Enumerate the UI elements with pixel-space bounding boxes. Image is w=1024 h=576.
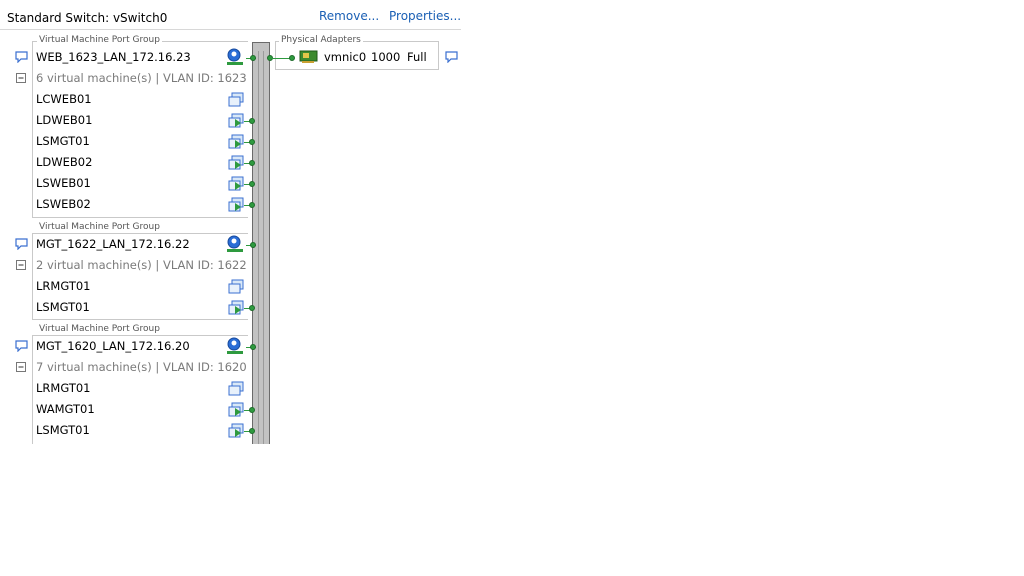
switch-title: Standard Switch: vSwitch0 [7,11,168,25]
port-group-box [32,41,248,218]
comment-bubble-icon[interactable] [15,340,28,352]
port-group-network-icon [227,337,243,354]
connection-dot [250,242,256,248]
connection-dot [249,139,255,145]
port-group-caption: Virtual Machine Port Group [37,222,162,233]
connection-dot [249,305,255,311]
properties-link[interactable]: Properties... [389,9,462,23]
port-group-name[interactable]: WEB_1623_LAN_172.16.23 [36,50,191,64]
connection-dot [249,428,255,434]
nic-duplex: Full [407,50,427,64]
vm-name[interactable]: LRMGT01 [36,381,91,395]
port-group-summary: 7 virtual machine(s) | VLAN ID: 1620 [36,360,247,374]
vm-powered-on-icon [228,113,244,128]
port-group-name[interactable]: MGT_1620_LAN_172.16.20 [36,339,190,353]
comment-bubble-icon[interactable] [445,51,458,63]
physical-adapters-caption: Physical Adapters [279,35,363,46]
port-group-name[interactable]: MGT_1622_LAN_172.16.22 [36,237,190,251]
vm-name[interactable]: LDWEB02 [36,155,93,169]
collapse-minus-icon[interactable] [16,73,26,83]
connection-dot [249,118,255,124]
vm-name[interactable]: LSWEB01 [36,176,91,190]
collapse-minus-icon[interactable] [16,362,26,372]
remove-link[interactable]: Remove... [319,9,380,23]
connection-dot [250,344,256,350]
port-group-caption: Virtual Machine Port Group [37,324,162,335]
vm-name[interactable]: LRMGT01 [36,279,91,293]
port-group-network-icon [227,235,243,252]
port-group-box [32,335,248,444]
vm-name[interactable]: WAMGT01 [36,402,95,416]
vm-name[interactable]: LSMGT01 [36,300,90,314]
header-divider [0,29,461,30]
port-group-box [32,233,248,320]
connection-dot [289,55,295,61]
vm-powered-on-icon [228,423,244,438]
uplink-connection-line [270,58,294,59]
vm-powered-on-icon [228,155,244,170]
vm-powered-on-icon [228,176,244,191]
vm-powered-on-icon [228,134,244,149]
port-group-network-icon [227,48,243,65]
vm-name[interactable]: LSMGT01 [36,134,90,148]
vm-powered-off-icon [228,92,244,107]
collapse-minus-icon[interactable] [16,260,26,270]
vm-powered-off-icon [228,279,244,294]
vm-name[interactable]: LSWEB02 [36,197,91,211]
connection-dot [250,55,256,61]
port-group-caption: Virtual Machine Port Group [37,35,162,46]
nic-name[interactable]: vmnic0 [324,50,367,64]
network-adapter-card-icon [299,50,318,63]
vm-powered-off-icon [228,381,244,396]
connection-dot [249,181,255,187]
vm-name[interactable]: LCWEB01 [36,92,92,106]
vm-powered-on-icon [228,402,244,417]
nic-speed: 1000 [371,50,401,64]
comment-bubble-icon[interactable] [15,51,28,63]
vm-powered-on-icon [228,300,244,315]
vm-name[interactable]: LSMGT01 [36,423,90,437]
comment-bubble-icon[interactable] [15,238,28,250]
vm-name[interactable]: LDWEB01 [36,113,93,127]
connection-dot [249,160,255,166]
connection-dot [249,202,255,208]
port-group-summary: 6 virtual machine(s) | VLAN ID: 1623 [36,71,247,85]
port-group-summary: 2 virtual machine(s) | VLAN ID: 1622 [36,258,247,272]
connection-dot [249,407,255,413]
vm-powered-on-icon [228,197,244,212]
